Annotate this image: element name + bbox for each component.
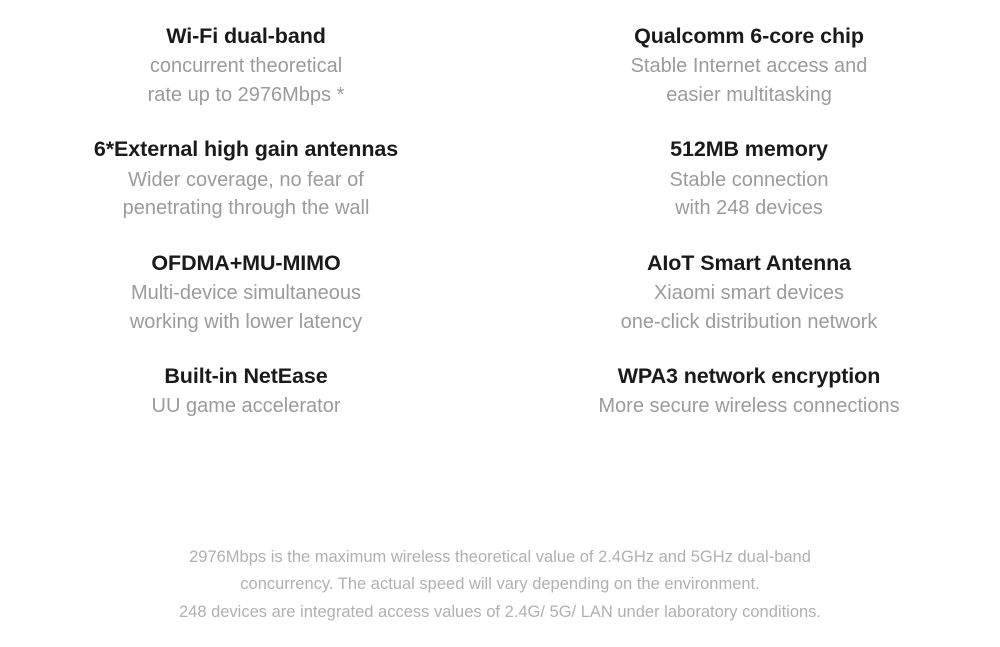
footnote-line: 248 devices are integrated access values… <box>178 602 822 621</box>
footnote-disclaimer: 2976Mbps is the maximum wireless theoret… <box>0 544 1000 626</box>
feature-card-external-antennas: 6*External high gain antennas Wider cove… <box>0 136 500 222</box>
feature-description-line: concurrent theoretical <box>149 55 343 78</box>
feature-description-line: penetrating through the wall <box>122 197 370 220</box>
feature-row: 6*External high gain antennas Wider cove… <box>0 136 1000 222</box>
feature-title: OFDMA+MU-MIMO <box>151 250 341 275</box>
footnote-line: 2976Mbps is the maximum wireless theoret… <box>189 548 811 566</box>
feature-title: Built-in NetEase <box>164 364 328 389</box>
feature-description-line: Multi-device simultaneous <box>130 282 362 305</box>
feature-description-line: Stable Internet access and <box>630 55 868 78</box>
feature-title: 6*External high gain antennas <box>93 137 399 162</box>
feature-description: Stable Internet access and easier multit… <box>508 52 990 109</box>
feature-title: Wi-Fi dual-band <box>166 24 326 48</box>
feature-description: Multi-device simultaneous working with l… <box>10 279 482 336</box>
feature-title: AIoT Smart Antenna <box>646 250 852 275</box>
feature-description: More secure wireless connections <box>508 392 990 421</box>
feature-title: 512MB memory <box>670 137 828 162</box>
feature-description-line: with 248 devices <box>675 197 823 220</box>
feature-description-line: Wider coverage, no fear of <box>128 168 364 191</box>
feature-card-wpa3-encryption: WPA3 network encryption More secure wire… <box>500 363 1000 421</box>
feature-description: Xiaomi smart devices one-click distribut… <box>508 279 990 336</box>
feature-description: UU game accelerator <box>10 392 482 421</box>
feature-description-line: Xiaomi smart devices <box>653 282 845 305</box>
footnote-line: concurrency. The actual speed will vary … <box>240 575 760 594</box>
feature-description-line: one-click distribution network <box>620 310 878 333</box>
feature-description-line: More secure wireless connections <box>598 395 900 418</box>
feature-title: Qualcomm 6-core chip <box>634 24 864 48</box>
feature-card-qualcomm-chip: Qualcomm 6-core chip Stable Internet acc… <box>500 23 1000 109</box>
feature-card-ofdma-mu-mimo: OFDMA+MU-MIMO Multi-device simultaneous … <box>0 250 500 336</box>
feature-title: WPA3 network encryption <box>617 364 881 389</box>
feature-description-line: easier multitasking <box>666 83 832 106</box>
feature-card-memory: 512MB memory Stable connection with 248 … <box>500 136 1000 222</box>
feature-description: concurrent theoretical rate up to 2976Mb… <box>10 52 482 109</box>
feature-description: Wider coverage, no fear of penetrating t… <box>10 166 482 223</box>
feature-card-wifi-dual-band: Wi-Fi dual-band concurrent theoretical r… <box>0 23 500 109</box>
feature-row: Built-in NetEase UU game accelerator WPA… <box>0 363 1000 421</box>
feature-description-line: working with lower latency <box>129 310 363 333</box>
feature-row: OFDMA+MU-MIMO Multi-device simultaneous … <box>0 250 1000 336</box>
feature-row: Wi-Fi dual-band concurrent theoretical r… <box>0 23 1000 109</box>
feature-description: Stable connection with 248 devices <box>508 166 990 223</box>
feature-grid: Wi-Fi dual-band concurrent theoretical r… <box>0 23 1000 421</box>
feature-card-netease-uu: Built-in NetEase UU game accelerator <box>0 363 500 421</box>
feature-description-line: rate up to 2976Mbps * <box>147 83 345 106</box>
feature-description-line: Stable connection <box>669 168 829 191</box>
feature-description-line: UU game accelerator <box>151 395 341 418</box>
feature-card-aiot-smart-antenna: AIoT Smart Antenna Xiaomi smart devices … <box>500 250 1000 336</box>
